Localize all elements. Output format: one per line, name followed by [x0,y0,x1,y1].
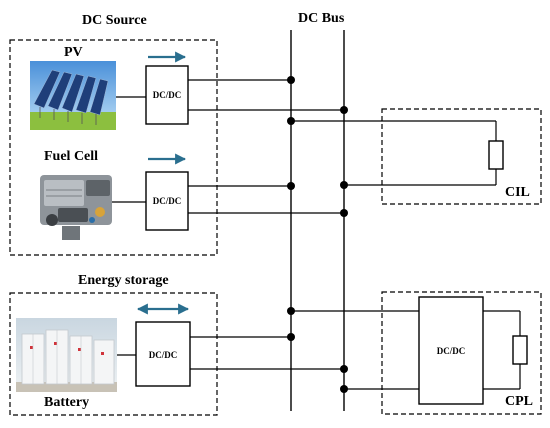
bus-wires [188,79,521,390]
cpl-converter-label: DC/DC [437,346,466,356]
cil-resistor [488,140,504,170]
cpl-group [381,291,542,415]
battery-storage-icon [16,318,117,392]
dc-bus-title: DC Bus [298,11,345,26]
pv-label: PV [64,45,83,60]
pv-converter-box [145,65,189,125]
junction-dots [287,76,348,393]
fuel-cell-converter-label: DC/DC [153,196,182,206]
battery-label: Battery [44,395,89,410]
cil-label: CIL [505,185,530,200]
cil-group [381,108,542,205]
fuel-cell-label: Fuel Cell [44,149,98,164]
dc-source-title: DC Source [82,13,147,28]
battery-converter-label: DC/DC [149,350,178,360]
cpl-label: CPL [505,394,533,409]
fuel-cell-icon [40,175,112,240]
pv-converter-label: DC/DC [153,90,182,100]
dc-source-group [9,39,218,256]
energy-storage-group [9,292,218,416]
cpl-resistor [512,335,528,365]
solar-panel-icon [30,61,116,130]
energy-storage-title: Energy storage [78,273,169,288]
cpl-converter-box [418,296,484,405]
fuel-cell-converter-box [145,171,189,231]
battery-converter-box [135,321,191,387]
